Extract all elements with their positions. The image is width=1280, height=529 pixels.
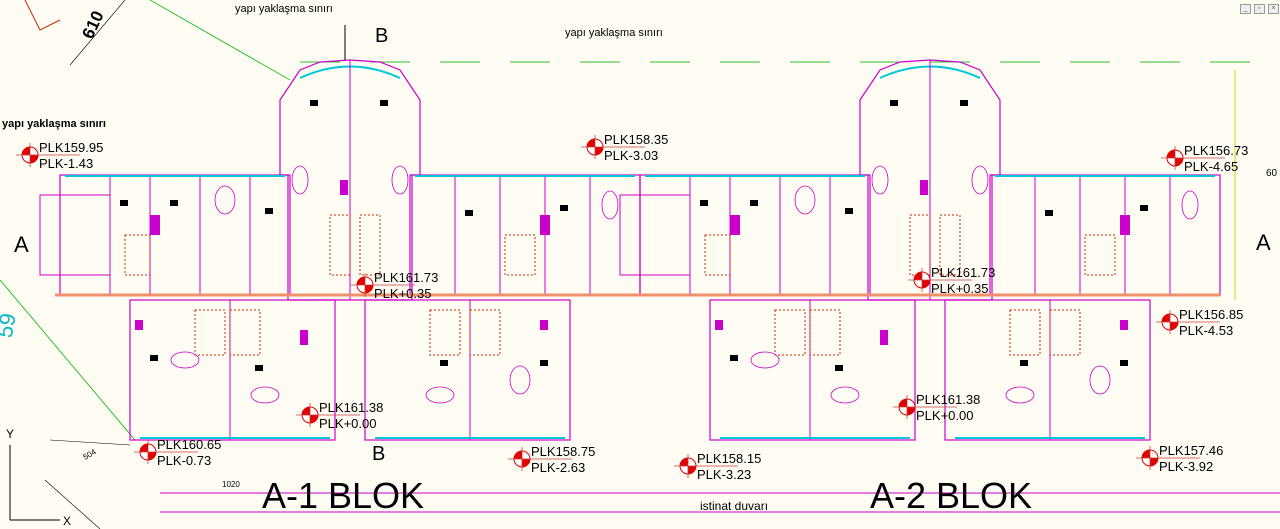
elevation-marker: PLK158.35 PLK-3.03 [581, 132, 668, 163]
dimension-610: 610 [78, 8, 107, 42]
approach-limit-label: yapı yaklaşma sınırı [235, 3, 333, 15]
elevation-relative: PLK+0.35 [931, 281, 988, 296]
elevation-absolute: PLK161.73 [374, 270, 438, 285]
stair-fragment [24, 0, 61, 31]
dimension-1020: 1020 [222, 480, 240, 489]
dimension-line [69, 0, 126, 66]
section-a-right: A [1256, 230, 1271, 255]
elevation-absolute: PLK161.38 [916, 392, 980, 407]
section-b-top: B [375, 25, 388, 47]
elevation-absolute: PLK156.85 [1179, 307, 1243, 322]
block-a1-plan [38, 58, 642, 442]
elevation-absolute: PLK156.73 [1184, 143, 1248, 158]
boundary-line [149, 0, 291, 81]
elevation-marker: PLK159.95 PLK-1.43 [16, 140, 103, 171]
contour-label-59: 59 [0, 311, 21, 339]
elevation-relative: PLK-3.23 [697, 467, 751, 482]
close-button[interactable]: × [1268, 4, 1279, 14]
approach-limit-label: yapı yaklaşma sınırı [2, 118, 106, 130]
block-a2-plan [618, 58, 1222, 442]
elevation-marker: PLK160.65 PLK-0.73 [134, 437, 221, 468]
elevation-marker: PLK158.15 PLK-3.23 [674, 451, 761, 482]
elevation-relative: PLK-1.43 [39, 156, 93, 171]
elevation-marker: PLK161.73 PLK+0.35 [351, 270, 438, 301]
elevation-relative: PLK-4.65 [1184, 159, 1238, 174]
elevation-relative: PLK-0.73 [157, 453, 211, 468]
restore-button[interactable]: ▫ [1254, 4, 1265, 14]
section-a-left: A [14, 232, 29, 257]
elevation-absolute: PLK161.73 [931, 265, 995, 280]
elevation-relative: PLK+0.00 [319, 416, 376, 431]
elevation-absolute: PLK158.35 [604, 132, 668, 147]
elevation-absolute: PLK159.95 [39, 140, 103, 155]
block-a2-title: A-2 BLOK [870, 475, 1032, 516]
elevation-relative: PLK-3.92 [1159, 459, 1213, 474]
elevation-relative: PLK-2.63 [531, 460, 585, 475]
elevation-absolute: PLK158.15 [697, 451, 761, 466]
dimension-60: 60 [1266, 168, 1278, 179]
elevation-absolute: PLK160.65 [157, 437, 221, 452]
elevation-marker: PLK156.85 PLK-4.53 [1156, 307, 1243, 338]
elevation-relative: PLK+0.35 [374, 286, 431, 301]
elevation-relative: PLK-4.53 [1179, 323, 1233, 338]
section-b-bottom: B [372, 443, 385, 465]
elevation-marker: PLK161.38 PLK+0.00 [893, 392, 980, 423]
elevation-marker: PLK156.73 PLK-4.65 [1161, 143, 1248, 174]
dimension-504: 504 [82, 447, 99, 462]
dimension-line [49, 439, 131, 446]
elevation-absolute: PLK157.46 [1159, 443, 1223, 458]
retaining-wall-label: istinat duvarı [700, 499, 768, 513]
ucs-x-label: X [63, 514, 71, 528]
elevation-absolute: PLK161.38 [319, 400, 383, 415]
elevation-relative: PLK-3.03 [604, 148, 658, 163]
elevation-relative: PLK+0.00 [916, 408, 973, 423]
elevation-marker: PLK157.46 PLK-3.92 [1136, 443, 1223, 474]
elevation-absolute: PLK158.75 [531, 444, 595, 459]
elevation-marker: PLK161.73 PLK+0.35 [908, 265, 995, 296]
boundary-line [0, 279, 136, 441]
minimize-button[interactable]: _ [1240, 4, 1251, 14]
elevation-marker: PLK161.38 PLK+0.00 [296, 400, 383, 431]
elevation-marker: PLK158.75 PLK-2.63 [508, 444, 595, 475]
approach-limit-label: yapı yaklaşma sınırı [565, 27, 663, 39]
ucs-y-label: Y [6, 427, 14, 441]
dimension-line [44, 479, 101, 529]
block-a1-title: A-1 BLOK [262, 475, 424, 516]
